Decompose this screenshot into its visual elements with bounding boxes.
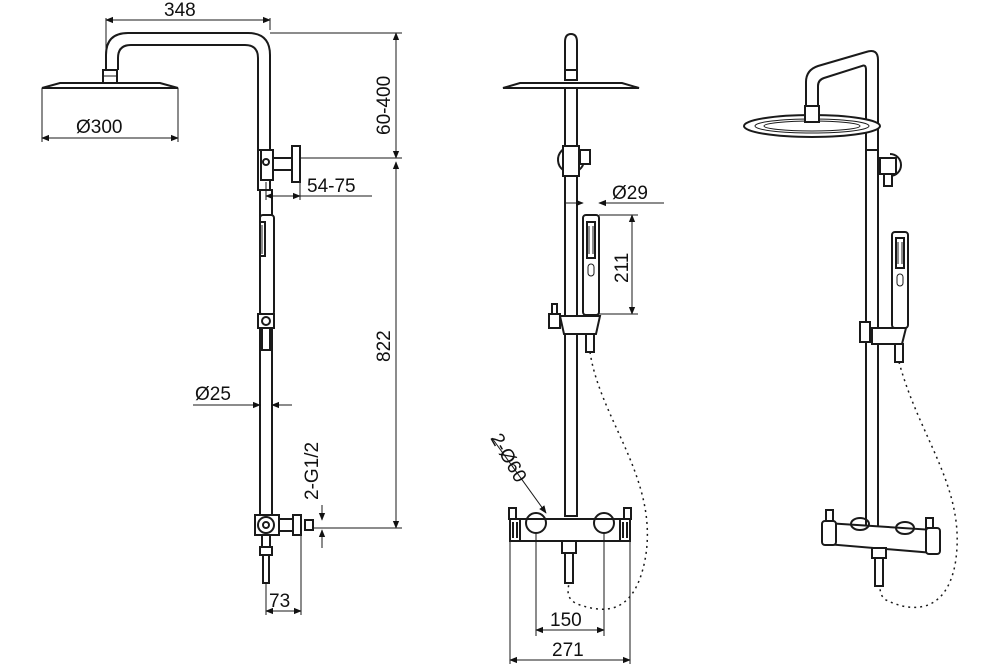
side-hand-shower	[257, 214, 275, 351]
perspective-view	[743, 50, 958, 609]
front-hand-shower	[548, 214, 602, 353]
front-riser-pipe	[564, 175, 578, 517]
perspective-wall-bracket	[879, 153, 902, 187]
dim-head-diameter: Ø300	[76, 117, 122, 138]
dim-width-total: 348	[164, 0, 196, 21]
perspective-hose	[879, 361, 958, 609]
side-shower-head	[41, 69, 179, 89]
dim-inlet-thread: 2-G1/2	[302, 442, 323, 500]
dim-flange-diameter: 2-Ø60	[486, 430, 531, 486]
dim-height-adjust: 60-400	[374, 76, 395, 135]
front-wall-bracket	[557, 145, 591, 177]
dim-center-distance: 150	[550, 610, 582, 631]
dim-handshower-length: 211	[612, 253, 633, 283]
dim-arm-offset: 54-75	[307, 176, 356, 197]
front-hose	[567, 351, 649, 610]
perspective-overhead-arm	[805, 50, 879, 150]
dim-mixer-width: 271	[552, 640, 584, 661]
dim-inlet-offset: 73	[269, 591, 290, 612]
dim-handshower-diameter: Ø29	[612, 183, 648, 204]
side-wall-bracket	[260, 145, 301, 183]
perspective-mixer	[821, 509, 941, 587]
perspective-shower-head	[743, 105, 881, 138]
side-overhead-arm	[105, 32, 271, 150]
dim-height-total: 822	[374, 330, 395, 362]
front-mixer	[508, 507, 632, 584]
front-view: Ø29 211 2-Ø60 150 271	[486, 32, 664, 664]
side-mixer	[254, 514, 314, 584]
side-view: 348 Ø300 60-400 822 54-75 Ø25 2-G1/2	[41, 0, 402, 615]
dim-pipe-diameter: Ø25	[195, 384, 231, 405]
